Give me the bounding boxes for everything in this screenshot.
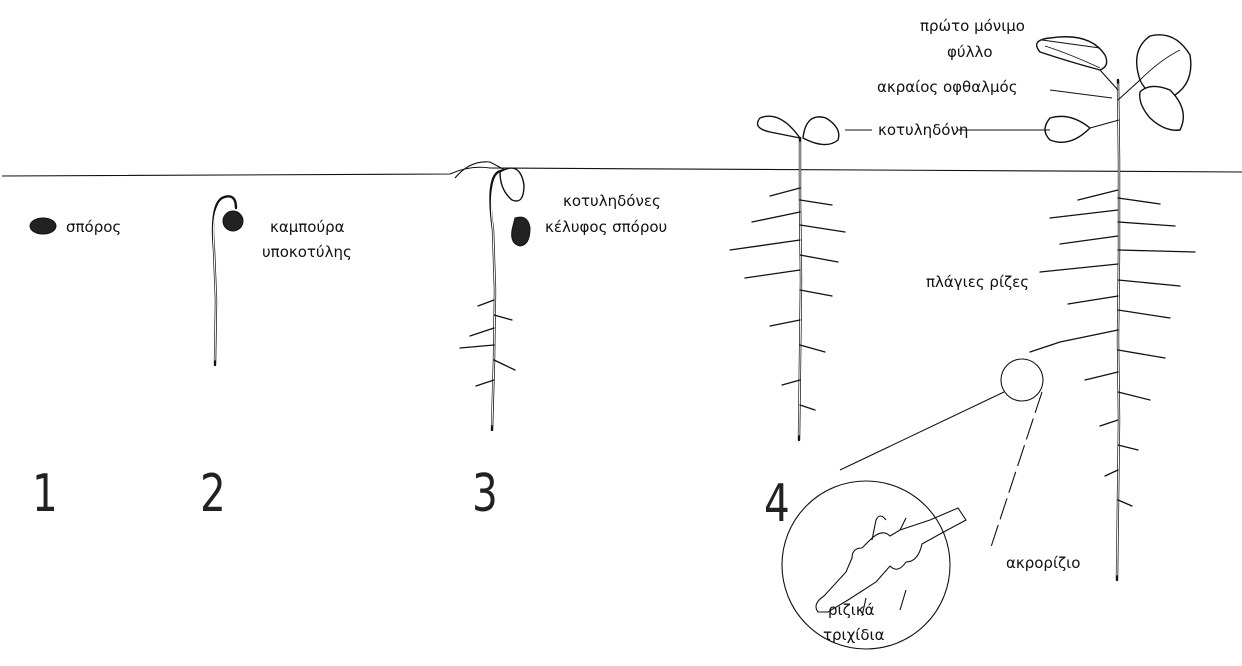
magnifier-small-circle bbox=[1001, 359, 1043, 401]
stage-number-1: 1 bbox=[32, 468, 58, 520]
seedling-stage2 bbox=[213, 196, 243, 365]
label-root-hairs-2: τριχίδια bbox=[823, 626, 885, 644]
soil-line bbox=[2, 167, 1242, 176]
magnifier-large-circle bbox=[782, 481, 950, 649]
label-hypocotyl-hook-1: καμπούρα bbox=[270, 218, 345, 236]
stage-number-2: 2 bbox=[200, 468, 226, 520]
label-hypocotyl-hook-2: υποκοτύλης bbox=[262, 243, 352, 261]
label-apical-bud: ακραίος οφθαλμός bbox=[877, 78, 1018, 96]
plant-mature bbox=[1030, 35, 1195, 580]
label-first-true-leaf-1: πρώτο μόνιμο bbox=[920, 17, 1025, 35]
label-first-true-leaf-2: φύλλο bbox=[947, 43, 993, 61]
label-root-hairs-1: ριζικά bbox=[828, 601, 875, 619]
seedling-stage4 bbox=[730, 116, 845, 440]
seedling-stage3 bbox=[455, 162, 530, 430]
label-seed-coat: κέλυφος σπόρου bbox=[545, 218, 667, 236]
seed-stage1 bbox=[30, 218, 56, 234]
label-seed: σπόρος bbox=[66, 218, 121, 236]
stage-number-3: 3 bbox=[472, 468, 498, 520]
stage-number-4: 4 bbox=[764, 478, 790, 530]
label-cotyledons: κοτυληδόνες bbox=[563, 192, 661, 210]
label-cotyledon: κοτυληδόνη bbox=[878, 121, 968, 139]
label-root-tip: ακρορίζιο bbox=[1006, 554, 1080, 572]
label-lateral-roots: πλάγιες ρίζες bbox=[926, 273, 1029, 291]
